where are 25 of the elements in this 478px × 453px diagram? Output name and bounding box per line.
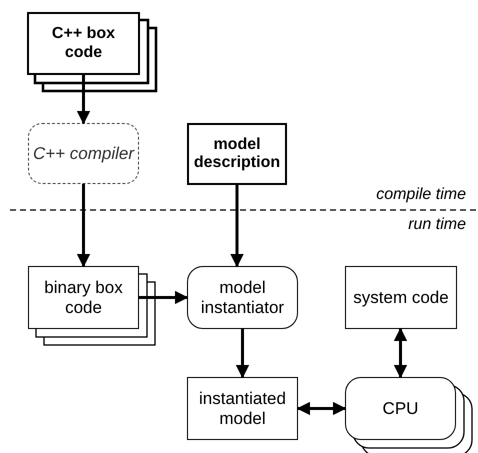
node-label: instantiated model [198, 388, 287, 428]
arrow [230, 185, 244, 268]
input-box [187, 123, 287, 185]
processor-stack [345, 377, 456, 440]
arrow [236, 329, 250, 378]
node-label: binary box code [43, 278, 124, 318]
node-label: model description [192, 136, 282, 172]
document-stack [28, 266, 139, 329]
section-label: compile time [376, 186, 466, 204]
node-label: model instantiator [200, 278, 286, 318]
node-label: CPU [382, 398, 420, 418]
process-box [28, 123, 139, 184]
arrow [76, 184, 90, 268]
process-box [345, 266, 457, 329]
arrow [76, 75, 90, 124]
node-label: C++ box code [50, 25, 116, 62]
section-label: run time [408, 216, 466, 234]
arrow [296, 402, 346, 416]
arrow [394, 328, 408, 378]
data-box [187, 377, 298, 440]
node-label: C++ compiler [32, 144, 136, 164]
node-label: system code [352, 288, 450, 308]
process-box [187, 266, 298, 329]
arrow [139, 290, 188, 304]
document-stack [27, 12, 140, 75]
